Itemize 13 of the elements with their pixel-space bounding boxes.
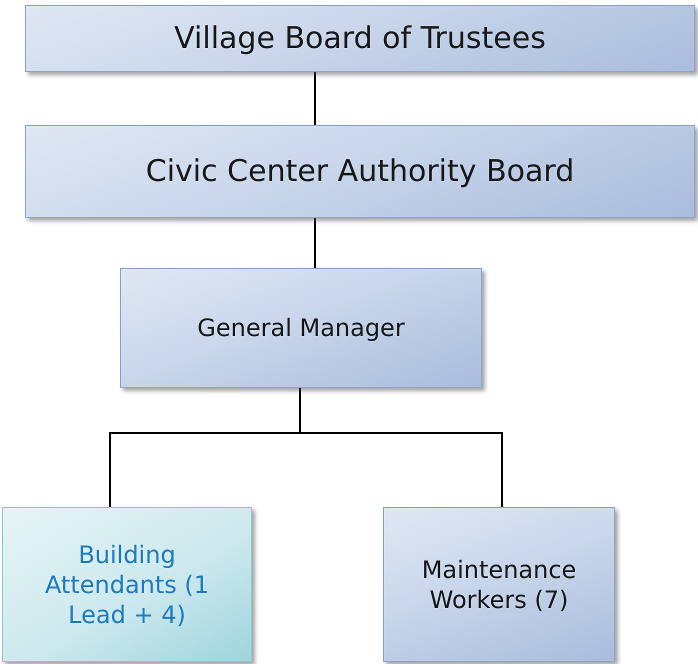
connector-line xyxy=(314,218,316,268)
box-title: General Manager xyxy=(197,313,405,343)
org-box xyxy=(25,125,695,218)
org-box xyxy=(2,507,252,662)
box-title: Building Attendants (1 Lead + 4) xyxy=(44,540,210,630)
box-title: Civic Center Authority Board xyxy=(146,152,574,190)
connector-line xyxy=(314,72,316,125)
org-box xyxy=(25,5,695,72)
box-title: Maintenance Workers (7) xyxy=(420,554,578,614)
box-title: Village Board of Trustees xyxy=(174,20,546,58)
connector-line xyxy=(299,388,503,507)
org-box xyxy=(120,268,482,388)
org-box xyxy=(383,507,615,662)
